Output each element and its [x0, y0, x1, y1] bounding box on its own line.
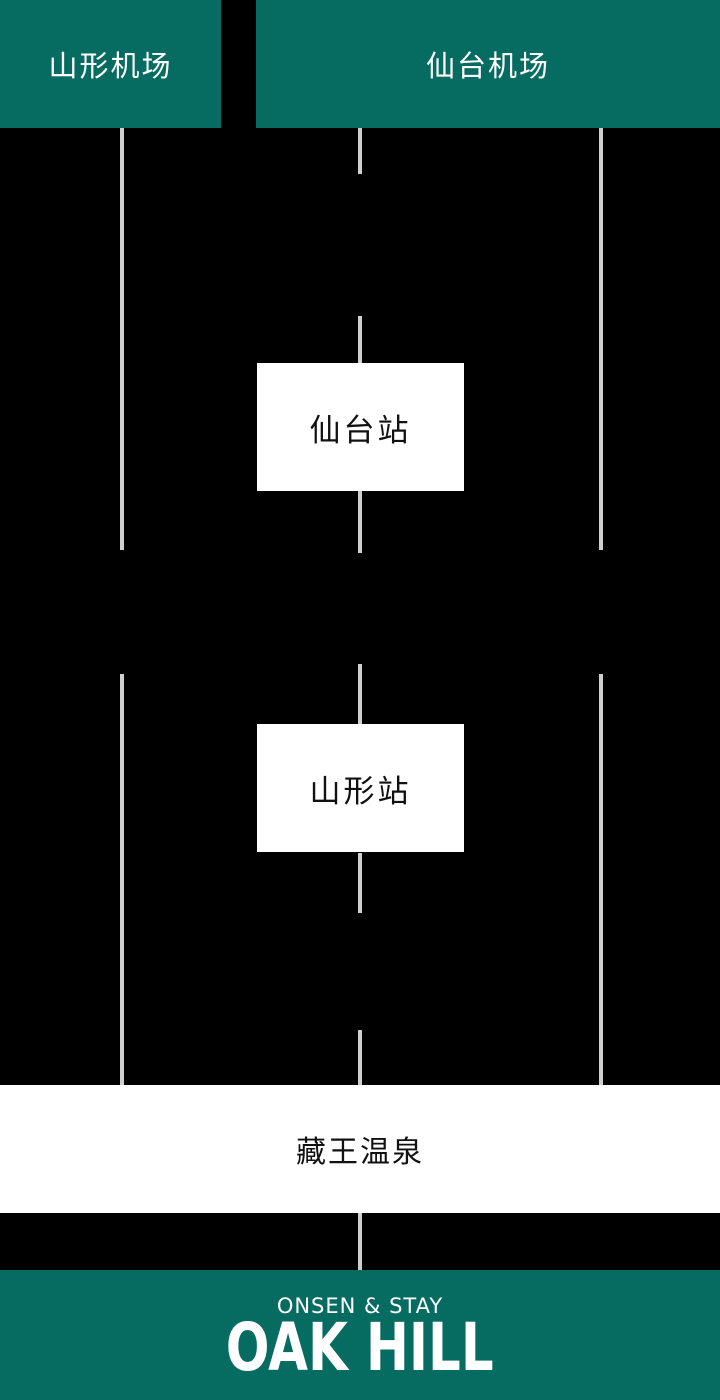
- footer-brand: ONSEN & STAY OAK HILL: [0, 1270, 720, 1400]
- node-yamagata-station-label: 山形站: [309, 773, 412, 810]
- route-line-segment: [358, 490, 362, 553]
- route-line-segment: [120, 128, 124, 550]
- node-zao-onsen: 藏王温泉: [0, 1085, 720, 1213]
- route-line-segment: [599, 674, 603, 1085]
- node-sendai-station: 仙台站: [257, 363, 464, 491]
- node-sendai-airport: 仙台机场: [256, 0, 720, 128]
- route-line-segment: [358, 316, 362, 363]
- route-line-segment: [120, 674, 124, 1085]
- route-line-segment: [358, 128, 362, 174]
- route-line-segment: [599, 128, 603, 550]
- node-yamagata-airport-label: 山形机场: [48, 49, 173, 83]
- node-yamagata-station: 山形站: [257, 724, 464, 852]
- route-line-segment: [358, 664, 362, 724]
- footer-logo-text: OAK HILL: [226, 1309, 494, 1386]
- node-zao-onsen-label: 藏王温泉: [296, 1135, 424, 1170]
- route-line-segment: [358, 853, 362, 913]
- node-yamagata-airport: 山形机场: [0, 0, 221, 128]
- footer-tagline: ONSEN & STAY: [276, 1294, 444, 1318]
- route-line-segment: [358, 1213, 362, 1270]
- route-line-segment: [358, 1030, 362, 1085]
- footer-logo: OAK HILL: [0, 1309, 720, 1386]
- node-sendai-airport-label: 仙台机场: [425, 49, 550, 83]
- node-sendai-station-label: 仙台站: [309, 412, 412, 449]
